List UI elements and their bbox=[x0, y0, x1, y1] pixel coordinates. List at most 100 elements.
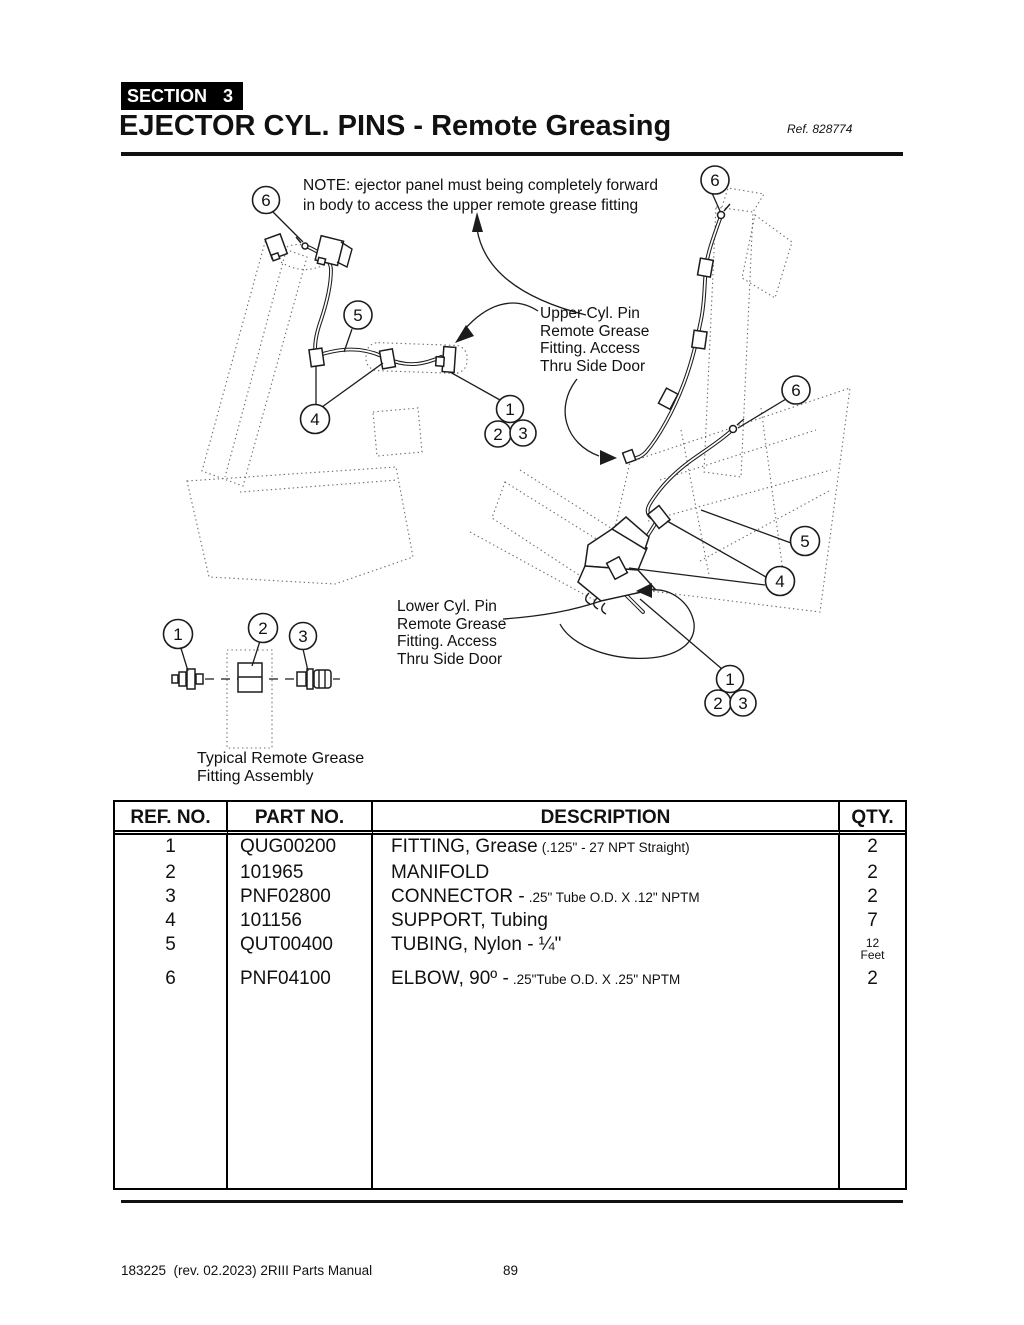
callout-2: 2 bbox=[704, 689, 732, 717]
svg-text:1: 1 bbox=[173, 625, 182, 644]
svg-text:6: 6 bbox=[261, 191, 270, 210]
svg-text:5: 5 bbox=[800, 532, 809, 551]
tube-support-clamp bbox=[605, 555, 629, 581]
lower-fitting-label: Lower Cyl. Pin Remote Grease Fitting. Ac… bbox=[397, 598, 507, 668]
table-row-ref: 3 bbox=[115, 885, 228, 909]
tube-support-clamp bbox=[308, 347, 326, 368]
table-row-part: QUT00400 bbox=[228, 933, 373, 967]
callout-6: 6 bbox=[700, 165, 730, 195]
svg-text:2: 2 bbox=[713, 694, 722, 713]
table-row-description: CONNECTOR -.25" Tube O.D. X .12" NPTM bbox=[373, 885, 840, 909]
note-line1: NOTE: ejector panel must being completel… bbox=[303, 177, 658, 194]
callout-3: 3 bbox=[509, 419, 537, 447]
svg-text:1: 1 bbox=[505, 400, 514, 419]
table-row-part: 101156 bbox=[228, 909, 373, 933]
table-row-part: PNF02800 bbox=[228, 885, 373, 909]
tube-support-clamp bbox=[690, 329, 708, 350]
table-row-qty: 2 bbox=[867, 836, 878, 857]
callout-2: 2 bbox=[484, 420, 512, 448]
callout-6: 6 bbox=[781, 375, 811, 405]
tube-support-clamp bbox=[646, 504, 672, 530]
footer-rule bbox=[121, 1200, 903, 1203]
callout-3: 3 bbox=[288, 621, 318, 651]
svg-text:2: 2 bbox=[258, 619, 267, 638]
table-row-part: 101965 bbox=[228, 861, 373, 885]
col-header-part: PART NO. bbox=[228, 802, 373, 835]
callouts: 6 6 6 5 5 4 4 1 2 3 1 2 3 1 2 3 bbox=[162, 165, 821, 717]
tube-support-clamp bbox=[696, 257, 715, 278]
section-word: SECTION bbox=[127, 86, 208, 106]
header-rule bbox=[121, 152, 903, 156]
table-filler bbox=[115, 993, 228, 1188]
diagram-note: NOTE: ejector panel must being completel… bbox=[303, 176, 658, 215]
upper-fitting-arrow bbox=[455, 325, 474, 343]
table-filler bbox=[373, 993, 840, 1188]
tube-support-clamp bbox=[657, 387, 679, 411]
callout-1: 1 bbox=[715, 664, 745, 694]
callout-1: 1 bbox=[162, 618, 194, 650]
col-header-description: DESCRIPTION bbox=[373, 802, 840, 835]
note-arrow bbox=[472, 212, 483, 232]
col-header-ref: REF. NO. bbox=[115, 802, 228, 835]
fittings-and-clamps bbox=[264, 203, 745, 615]
table-row-qty: 2 bbox=[867, 862, 878, 883]
svg-text:3: 3 bbox=[298, 627, 307, 646]
svg-text:4: 4 bbox=[310, 410, 319, 429]
callout-5: 5 bbox=[789, 525, 821, 557]
footer-page-number: 89 bbox=[503, 1263, 519, 1278]
svg-text:5: 5 bbox=[353, 306, 362, 325]
table-row-qty: 2 bbox=[867, 968, 878, 989]
callout-5: 5 bbox=[343, 300, 373, 330]
right-top-elbow-fitting bbox=[716, 210, 726, 220]
table-row-ref: 1 bbox=[115, 835, 228, 861]
callout-2: 2 bbox=[247, 612, 279, 644]
grease-fitting bbox=[171, 674, 179, 684]
table-filler bbox=[228, 993, 373, 1188]
leader-lines bbox=[272, 192, 792, 670]
ejector-diagram: 6 6 6 5 5 4 4 1 2 3 1 2 3 1 2 3 bbox=[162, 165, 851, 749]
col-header-qty: QTY. bbox=[840, 802, 905, 835]
tube-end-fitting bbox=[621, 448, 637, 465]
table-row-part: QUG00200 bbox=[228, 835, 373, 861]
table-row-description: FITTING, Grease(.125" - 27 NPT Straight) bbox=[373, 835, 840, 861]
upper-fitting-label: Upper Cyl. Pin Remote Grease Fitting. Ac… bbox=[540, 305, 650, 375]
svg-text:1: 1 bbox=[725, 670, 734, 689]
svg-text:2: 2 bbox=[493, 425, 502, 444]
callout-3: 3 bbox=[729, 689, 757, 717]
connector bbox=[296, 671, 307, 687]
svg-text:4: 4 bbox=[775, 572, 784, 591]
machine-outline bbox=[186, 187, 851, 749]
svg-text:6: 6 bbox=[710, 171, 719, 190]
table-row-description: MANIFOLD bbox=[373, 861, 840, 885]
table-row-qty: 7 bbox=[867, 910, 878, 931]
section-number: 3 bbox=[223, 86, 234, 106]
table-row-description: ELBOW, 90º -.25"Tube O.D. X .25" NPTM bbox=[373, 967, 840, 993]
footer-doc-info: 183225 (rev. 02.2023) 2RIII Parts Manual bbox=[121, 1263, 373, 1278]
table-row-qty: 2 bbox=[867, 886, 878, 907]
lower-fitting-arrow bbox=[636, 583, 652, 598]
callout-4: 4 bbox=[764, 565, 796, 597]
lower-bracket bbox=[584, 526, 648, 571]
typical-assembly-label: Typical Remote Grease Fitting Assembly bbox=[197, 750, 365, 785]
table-row-part: PNF04100 bbox=[228, 967, 373, 993]
table-row-description: SUPPORT, Tubing bbox=[373, 909, 840, 933]
table-row-description: TUBING, Nylon - ¼" bbox=[373, 933, 840, 967]
callout-1: 1 bbox=[495, 394, 525, 424]
section-label: SECTION 3 bbox=[121, 82, 243, 110]
table-row-ref: 6 bbox=[115, 967, 228, 993]
typical-assembly bbox=[171, 640, 340, 693]
table-row-ref: 5 bbox=[115, 933, 228, 967]
upper-left-elbow-fitting bbox=[301, 242, 309, 250]
callout-6: 6 bbox=[251, 185, 281, 215]
callout-4: 4 bbox=[299, 403, 331, 435]
table-row-ref: 4 bbox=[115, 909, 228, 933]
tube-support-clamp bbox=[378, 348, 397, 370]
table-row-ref: 2 bbox=[115, 861, 228, 885]
parts-table: REF. NO. PART NO. DESCRIPTION QTY. 1 QUG… bbox=[113, 800, 907, 1190]
right-mid-elbow-fitting bbox=[728, 424, 738, 434]
table-filler bbox=[840, 993, 905, 1188]
svg-text:3: 3 bbox=[738, 694, 747, 713]
page-title: EJECTOR CYL. PINS - Remote Greasing bbox=[119, 110, 672, 142]
